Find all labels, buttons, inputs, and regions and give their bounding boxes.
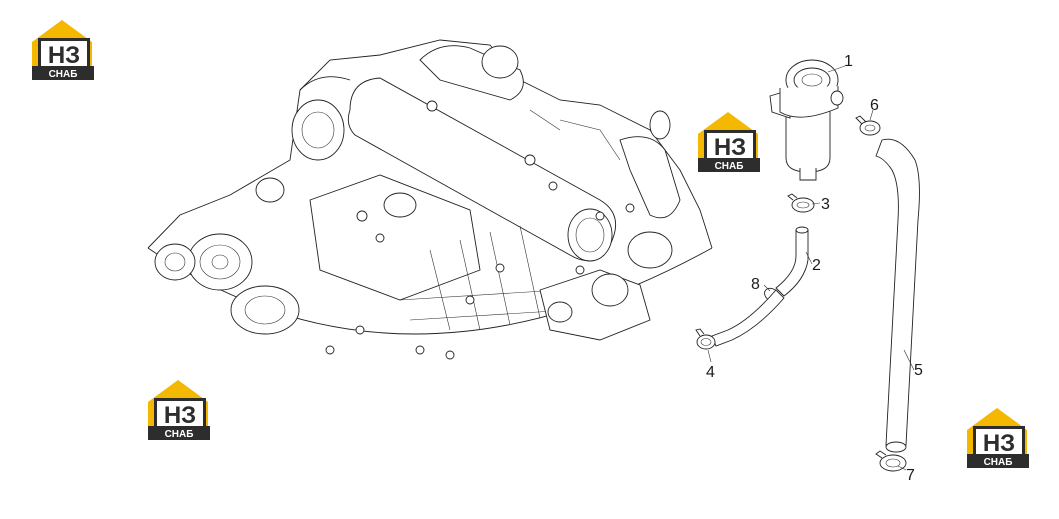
- part-6-hose-clamp: [855, 115, 881, 136]
- logo-caption: СНАБ: [165, 429, 194, 440]
- part-5-breather-hose: [875, 138, 920, 453]
- logo-letters: НЗ: [983, 430, 1015, 457]
- callout-8: 8: [751, 276, 760, 293]
- callout-5: 5: [914, 362, 923, 379]
- brand-logo-top-left: НЗ СНАБ: [32, 20, 94, 80]
- logo-letters: НЗ: [714, 134, 746, 161]
- callout-1: 1: [844, 53, 853, 70]
- brand-logo-center: НЗ СНАБ: [698, 112, 760, 172]
- callout-2: 2: [812, 257, 821, 274]
- part-3-hose-clamp: [787, 193, 815, 213]
- leader-lines: [707, 65, 915, 471]
- logo-caption: СНАБ: [49, 69, 78, 80]
- part-2-short-hose: [775, 226, 809, 297]
- logo-letters: НЗ: [164, 402, 196, 429]
- brand-logo-bottom-right: НЗ СНАБ: [967, 408, 1029, 468]
- hose-segment: [711, 289, 785, 347]
- part-4-hose-clamp: [695, 328, 716, 350]
- logo-letters: НЗ: [48, 42, 80, 69]
- part-1-oil-separator: [769, 59, 844, 181]
- engine-illustration: [147, 39, 713, 360]
- brand-logo-bottom-left: НЗ СНАБ: [148, 380, 210, 440]
- callout-3: 3: [821, 196, 830, 213]
- logo-caption: СНАБ: [984, 457, 1013, 468]
- callout-7: 7: [906, 467, 915, 484]
- callout-4: 4: [706, 364, 715, 381]
- logo-caption: СНАБ: [715, 161, 744, 172]
- callout-6: 6: [870, 97, 879, 114]
